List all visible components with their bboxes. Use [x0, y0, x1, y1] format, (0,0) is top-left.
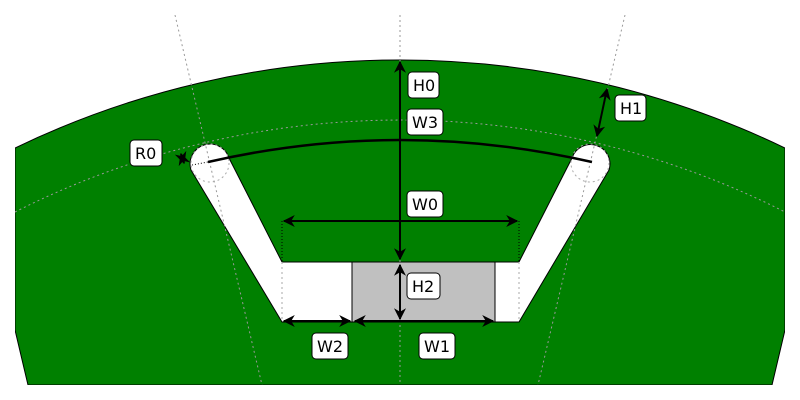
radial-line-left: [174, 15, 263, 385]
reference-circle: [15, 119, 785, 213]
fillet-circle-right: [570, 143, 610, 183]
label-h2: H2: [406, 272, 441, 300]
label-h2-text: H2: [412, 277, 434, 296]
fillet-circle-left: [190, 143, 230, 183]
label-w1: W1: [418, 332, 456, 360]
label-w0-text: W0: [412, 195, 438, 214]
dimension-h1: [593, 87, 611, 138]
label-w1-text: W1: [424, 337, 450, 356]
label-r0-text: R0: [135, 144, 156, 163]
label-w2: W2: [311, 332, 349, 360]
label-h0-text: H0: [413, 76, 435, 95]
label-h0: H0: [407, 71, 440, 99]
label-h1-text: H1: [620, 99, 642, 118]
dimension-r0: [174, 150, 191, 167]
label-h1: H1: [614, 94, 647, 122]
label-w0: W0: [406, 190, 444, 218]
label-w3-text: W3: [412, 113, 438, 132]
radial-line-right: [537, 15, 626, 385]
label-w3: W3: [406, 108, 444, 136]
label-w2-text: W2: [317, 337, 343, 356]
label-r0: R0: [129, 139, 163, 167]
